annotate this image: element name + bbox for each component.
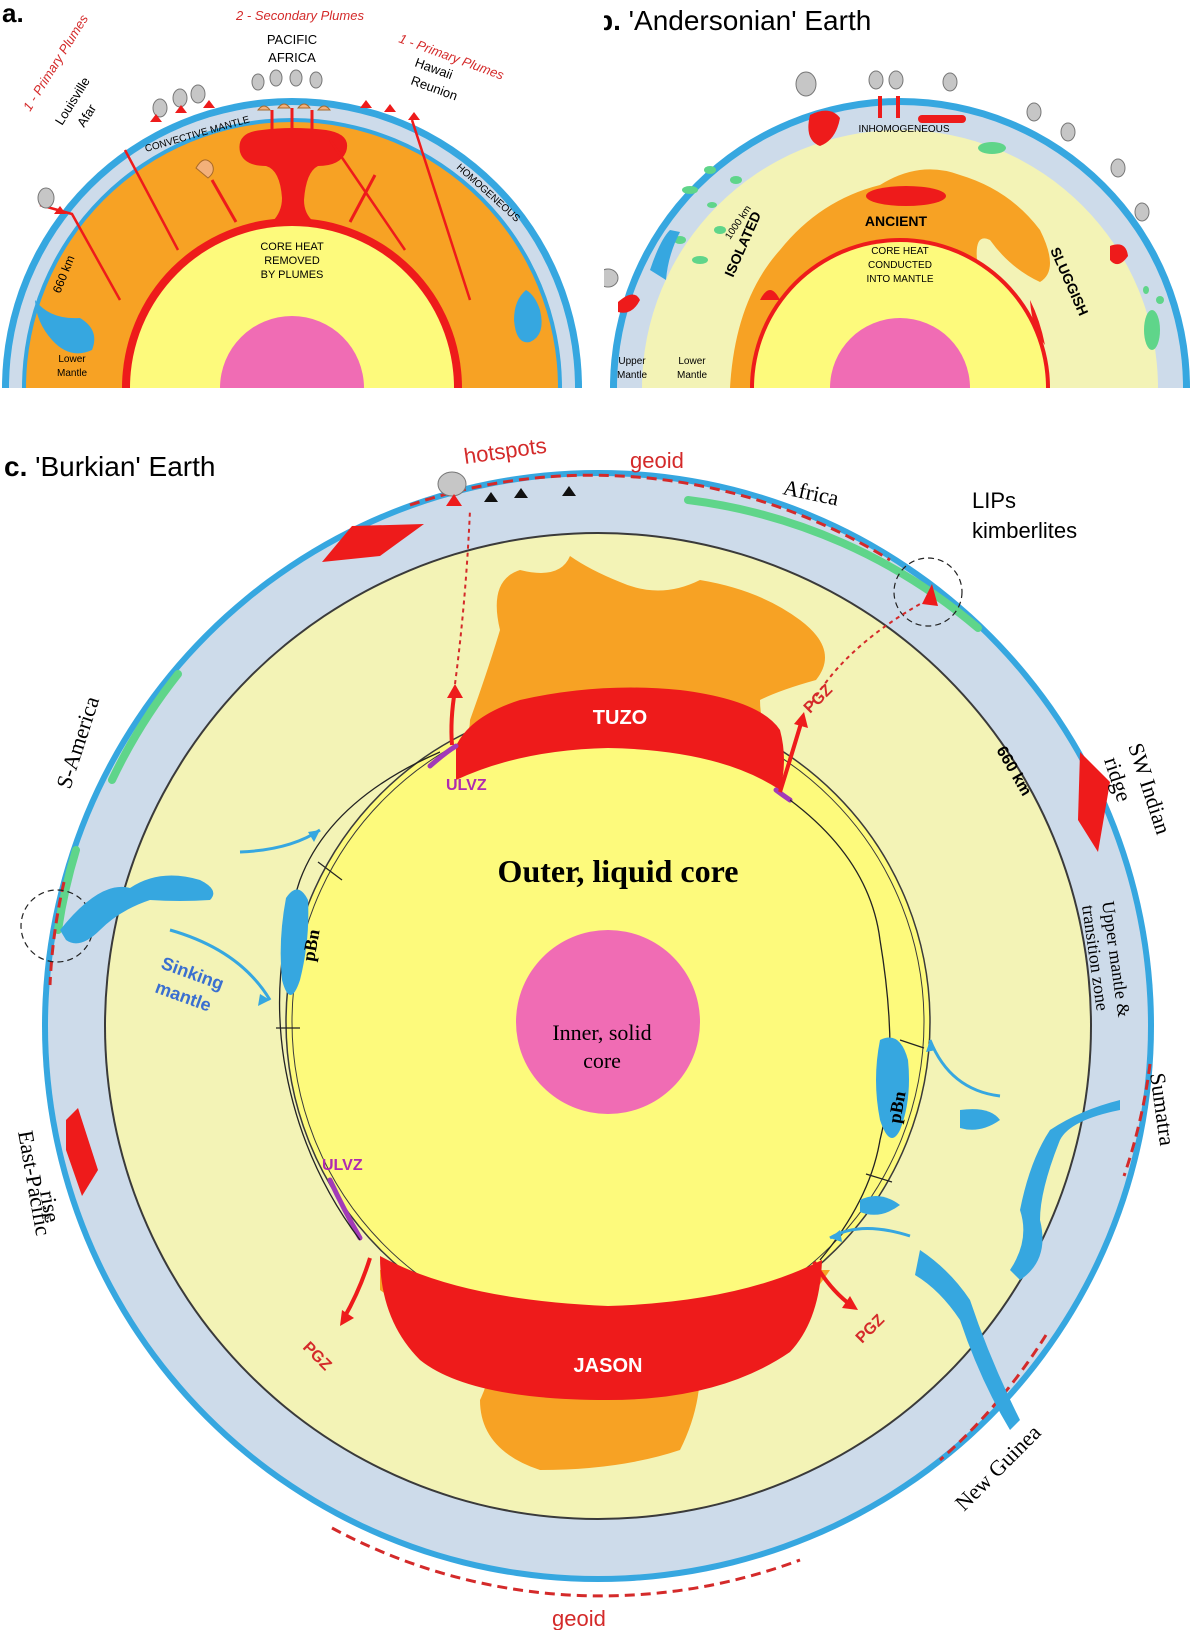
core-heat-b-3: INTO MANTLE <box>866 274 933 285</box>
pbn-left <box>280 889 309 995</box>
lips-label: LIPs <box>972 488 1016 513</box>
inner-core-c <box>516 930 700 1114</box>
geoid-bottom-label: geoid <box>552 1606 606 1630</box>
ridges <box>66 524 1110 1196</box>
s-america-label: S-America <box>51 693 104 792</box>
panel-c-title-text: 'Burkian' Earth <box>35 451 215 482</box>
geoid-top-label: geoid <box>630 448 684 473</box>
volcano-clouds <box>37 69 323 209</box>
inner-core <box>220 316 364 388</box>
secondary-plumes-label: 2 - Secondary Plumes <box>235 8 364 23</box>
outer-core-b <box>754 242 1046 388</box>
volcano-clouds-b <box>604 70 1150 288</box>
outer-core-label: Outer, liquid core <box>498 853 739 889</box>
kimberlites-label: kimberlites <box>972 518 1077 543</box>
sinking-slabs <box>60 875 1120 1430</box>
panel-b-letter: b. <box>596 5 621 36</box>
lower-mantle-a-2: Mantle <box>57 368 87 379</box>
ancient-label: ANCIENT <box>865 213 928 229</box>
panel-a: a. 2 - Secondary Plumes PACIFIC AFRICA 1… <box>0 0 584 388</box>
lower-mantle-a-1: Lower <box>58 354 86 365</box>
tuzo-label: TUZO <box>593 707 647 729</box>
hotspots-label: hotspots <box>462 433 548 469</box>
slab-right <box>514 290 542 343</box>
jason <box>380 1256 822 1400</box>
tuzo <box>456 687 784 790</box>
upper-mantle-b-1: Upper <box>618 356 646 367</box>
core-heat-a-1: CORE HEAT <box>260 241 324 253</box>
superplume <box>239 128 348 222</box>
panel-c: c. 'Burkian' Earth hotspots geoid geoid … <box>4 433 1180 1630</box>
panel-c-letter: c. <box>4 451 27 482</box>
lips-circle <box>893 557 963 627</box>
pacific-label: PACIFIC <box>267 32 317 47</box>
ulvz <box>327 743 793 1241</box>
continents <box>54 496 982 934</box>
inner-core-label-2: core <box>583 1048 621 1073</box>
ulvz-label-top: ULVZ <box>446 777 487 794</box>
panel-b-title-text: 'Andersonian' Earth <box>629 5 872 36</box>
ulvz-label-bottom: ULVZ <box>322 1157 363 1174</box>
jason-label: JASON <box>574 1355 643 1377</box>
sumatra-label: Sumatra <box>1145 1071 1180 1147</box>
panel-a-letter: a. <box>2 0 24 28</box>
thickness-arrows <box>276 861 925 1183</box>
core-heat-a-3: BY PLUMES <box>261 269 324 281</box>
core-heat-b-1: CORE HEAT <box>871 246 929 257</box>
pbn-right <box>876 1037 909 1138</box>
panel-b-title: b. 'Andersonian' Earth <box>596 5 871 36</box>
lower-mantle-b-1: Lower <box>678 356 706 367</box>
panel-c-title: c. 'Burkian' Earth <box>4 451 215 482</box>
africa-label: AFRICA <box>268 50 316 65</box>
inner-core-label-1: Inner, solid <box>552 1020 651 1045</box>
slab-left <box>35 300 95 354</box>
upper-mantle-b-2: Mantle <box>617 370 647 381</box>
core-heat-a-2: REMOVED <box>264 255 320 267</box>
pgz-arrows <box>342 689 854 1319</box>
inner-core-b <box>830 318 970 388</box>
core-heat-b-2: CONDUCTED <box>868 260 932 271</box>
inhomogeneous-label: INHOMOGENEOUS <box>858 124 949 135</box>
panel-b: b. 'Andersonian' Earth INHOMOGENEOUS ANC… <box>596 0 1200 388</box>
east-pacific-label-2: rise <box>35 1189 65 1225</box>
hotspots-markers <box>437 471 938 606</box>
lower-mantle-b-2: Mantle <box>677 370 707 381</box>
outer-core <box>130 226 454 388</box>
